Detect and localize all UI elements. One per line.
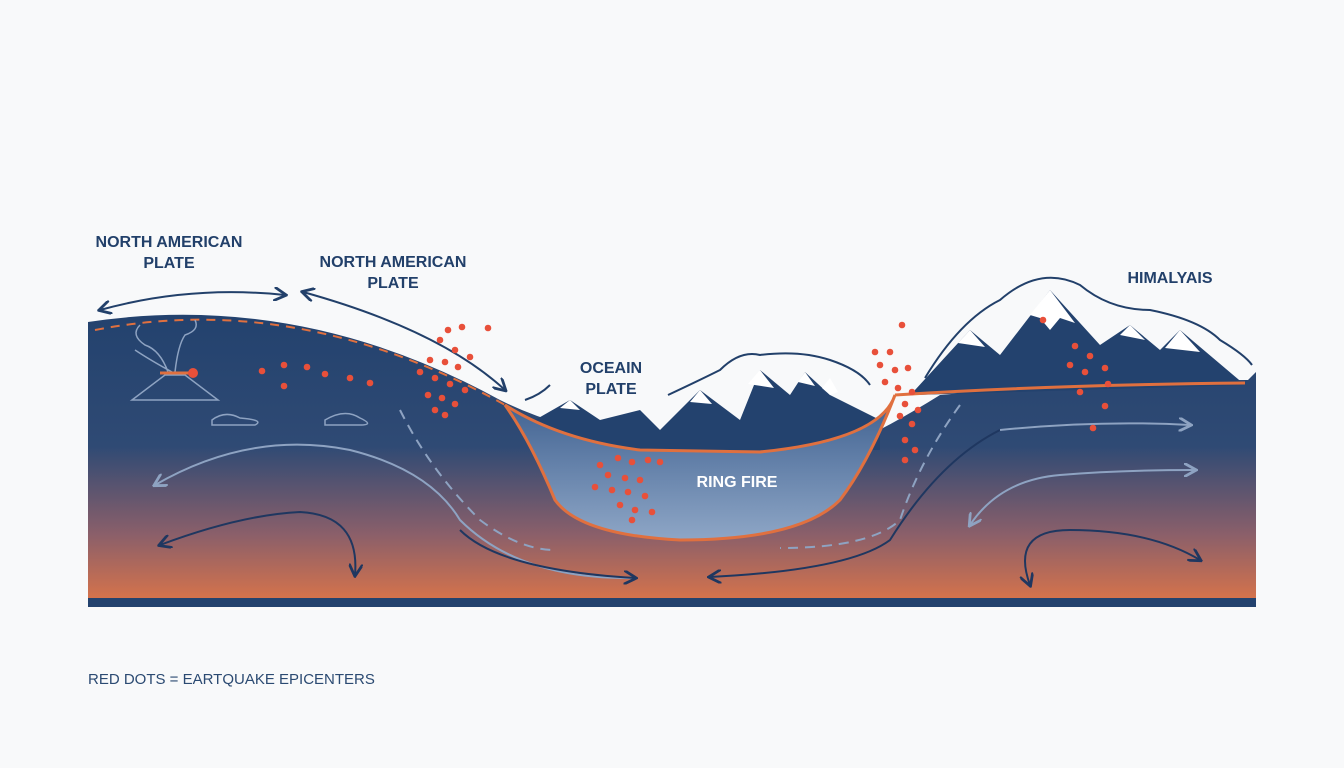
earthquake-dot bbox=[901, 456, 909, 464]
earthquake-dot bbox=[280, 361, 288, 369]
earthquake-dot bbox=[898, 321, 906, 329]
convection-currents bbox=[155, 404, 1200, 585]
earthquake-dot bbox=[1039, 316, 1047, 324]
earthquake-dot bbox=[416, 368, 424, 376]
ocean-plate-label-line2: PLATE bbox=[585, 381, 637, 398]
north-american-plate-label-left-line2: PLATE bbox=[143, 255, 195, 272]
earthquake-dot bbox=[616, 501, 624, 509]
earthquake-dot bbox=[631, 506, 639, 514]
earthquake-dot bbox=[431, 406, 439, 414]
earthquake-dot bbox=[596, 461, 604, 469]
earthquake-dot bbox=[451, 346, 459, 354]
earthquake-dot bbox=[366, 379, 374, 387]
earthquake-dot bbox=[591, 483, 599, 491]
himalayas-mountains bbox=[915, 276, 1253, 395]
earthquake-dot bbox=[451, 400, 459, 408]
earthquake-dot bbox=[444, 326, 452, 334]
earthquake-dot bbox=[1104, 380, 1112, 388]
earthquake-dot bbox=[258, 367, 266, 375]
earthquake-dot bbox=[424, 391, 432, 399]
earthquake-dot bbox=[886, 348, 894, 356]
earthquake-dot bbox=[881, 378, 889, 386]
earthquake-dot bbox=[871, 348, 879, 356]
earthquake-dot bbox=[908, 420, 916, 428]
earthquake-dot bbox=[438, 394, 446, 402]
earthquake-dot bbox=[458, 323, 466, 331]
himalayas-label: HIMALYAIS bbox=[1127, 270, 1212, 287]
ring-fire-label: RING FIRE bbox=[697, 474, 778, 491]
earthquake-dot bbox=[436, 336, 444, 344]
earthquake-dot bbox=[876, 361, 884, 369]
earthquake-dot bbox=[901, 400, 909, 408]
earthquake-epicenters bbox=[258, 316, 1112, 524]
earthquake-dot bbox=[1101, 402, 1109, 410]
earthquake-dot bbox=[648, 508, 656, 516]
earthquake-dot bbox=[624, 488, 632, 496]
earthquake-dot bbox=[1081, 368, 1089, 376]
earthquake-dot bbox=[321, 370, 329, 378]
earthquake-dot bbox=[1086, 352, 1094, 360]
earthquake-dot bbox=[911, 446, 919, 454]
north-american-plate-label-mid: NORTH AMERICAN bbox=[320, 254, 467, 271]
earthquake-dot bbox=[908, 388, 916, 396]
volcano-icon bbox=[129, 319, 369, 426]
earthquake-dot bbox=[1076, 388, 1084, 396]
earthquake-dot bbox=[280, 382, 288, 390]
earthquake-dot bbox=[1066, 361, 1074, 369]
earthquake-dot bbox=[446, 380, 454, 388]
earthquake-dot bbox=[441, 411, 449, 419]
earthquake-dot bbox=[604, 471, 612, 479]
earthquake-dot bbox=[636, 476, 644, 484]
earthquake-dot bbox=[426, 356, 434, 364]
earthquake-dot bbox=[644, 456, 652, 464]
earthquake-dot bbox=[431, 374, 439, 382]
earthquake-dot bbox=[461, 386, 469, 394]
earthquake-dot bbox=[896, 412, 904, 420]
earthquake-dot bbox=[904, 364, 912, 372]
plate-boundary-dashed bbox=[94, 318, 506, 406]
earthquake-dot bbox=[1089, 424, 1097, 432]
earthquake-dot bbox=[608, 486, 616, 494]
legend-text: RED DOTS = EARTQUAKE EPICENTERS bbox=[88, 671, 375, 688]
earthquake-dot bbox=[303, 363, 311, 371]
earthquake-dot bbox=[628, 458, 636, 466]
earthquake-dot bbox=[901, 436, 909, 444]
earthquake-dot bbox=[454, 363, 462, 371]
earthquake-dot bbox=[1101, 364, 1109, 372]
plate-boundary-right bbox=[894, 381, 1246, 397]
plate-motion-arrow-mid bbox=[303, 292, 505, 390]
north-american-plate-label-mid-line2: PLATE bbox=[367, 275, 419, 292]
earthquake-dot bbox=[891, 366, 899, 374]
ocean-plate-label: OCEAIN bbox=[580, 360, 642, 377]
base-line bbox=[88, 598, 1256, 607]
earthquake-dot bbox=[656, 458, 664, 466]
earthquake-dot bbox=[346, 374, 354, 382]
ocean-plate-pointer bbox=[524, 384, 551, 401]
earthquake-dot bbox=[628, 516, 636, 524]
earthquake-dot bbox=[914, 406, 922, 414]
ring-fire-basin bbox=[503, 394, 897, 542]
earthquake-dot bbox=[614, 454, 622, 462]
north-american-plate-label-left: NORTH AMERICAN bbox=[96, 234, 243, 251]
earthquake-dot bbox=[894, 384, 902, 392]
ocean-mountains bbox=[535, 352, 880, 450]
earthquake-dot bbox=[1071, 342, 1079, 350]
plate-motion-arrow-left bbox=[100, 292, 285, 310]
earthquake-dot bbox=[484, 324, 492, 332]
earthquake-dot bbox=[641, 492, 649, 500]
earthquake-dot bbox=[621, 474, 629, 482]
earthquake-dot bbox=[466, 353, 474, 361]
earthquake-dot bbox=[441, 358, 449, 366]
